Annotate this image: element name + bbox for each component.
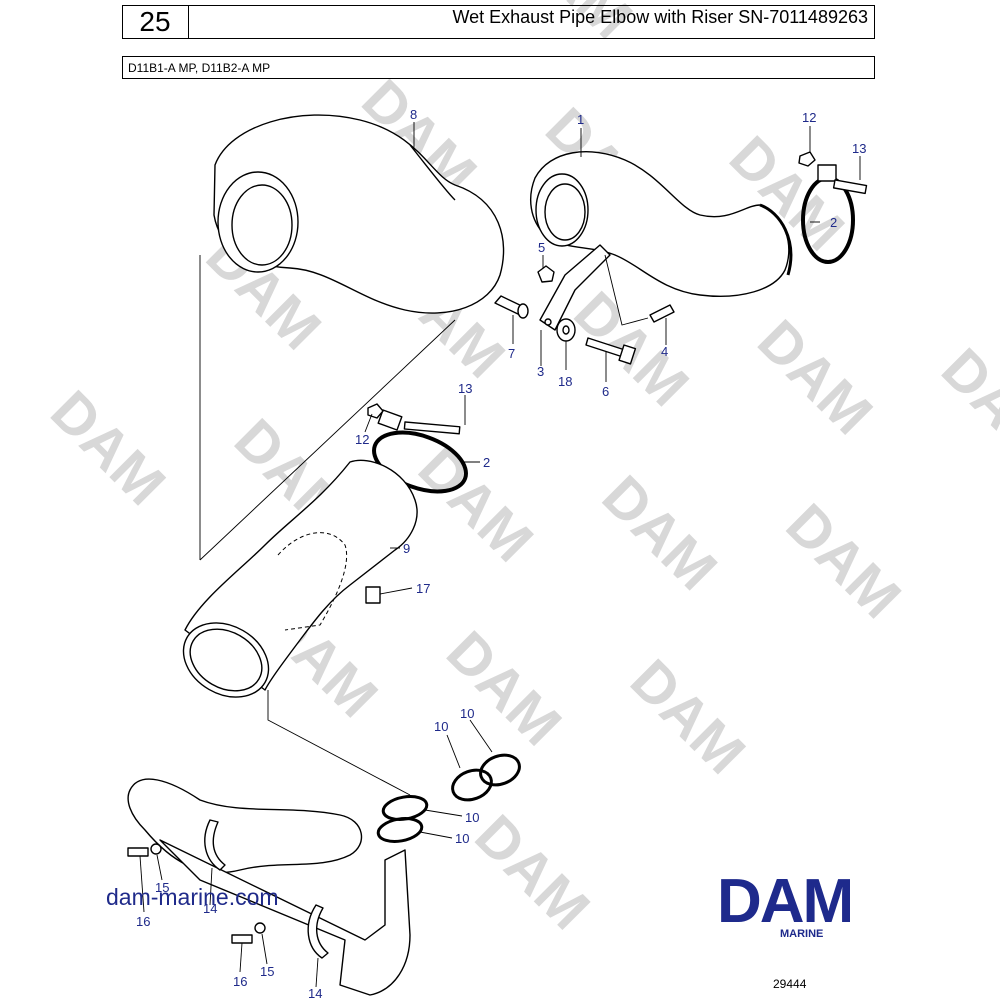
callout-9: 9: [403, 541, 410, 556]
bolt-part-4: [649, 304, 675, 323]
callout-7: 7: [508, 346, 515, 361]
callout-12: 12: [802, 110, 816, 125]
callout-16: 16: [233, 974, 247, 989]
elbow-opening-inner: [231, 184, 293, 266]
callout-10: 10: [455, 831, 469, 846]
cooling-hose-lower: [159, 839, 411, 996]
callout-4: 4: [661, 344, 668, 359]
callout-12: 12: [355, 432, 369, 447]
watermark-text: DAM: [406, 435, 545, 574]
elbow-part-8: [213, 114, 505, 314]
hose-bracket-part-14-a: [204, 819, 226, 871]
callout-13: 13: [852, 141, 866, 156]
callout-15: 15: [155, 880, 169, 895]
callout-17: 17: [416, 581, 430, 596]
watermark-text: DAM: [618, 647, 757, 786]
watermark-text: DAM: [745, 308, 884, 447]
nut-part-5: [537, 265, 555, 283]
callout-1: 1: [577, 112, 584, 127]
callout-13: 13: [458, 381, 472, 396]
watermark-text: DAM: [38, 378, 177, 517]
callout-15: 15: [260, 964, 274, 979]
callout-10: 10: [465, 810, 479, 825]
callout-16: 16: [136, 914, 150, 929]
nut-part-12-top: [798, 151, 816, 167]
page-number: 25: [122, 5, 189, 39]
riser-opening-inner: [544, 183, 586, 241]
pipe-outlet-inner: [189, 628, 263, 692]
callout-3: 3: [537, 364, 544, 379]
callout-10: 10: [460, 706, 474, 721]
callout-14: 14: [308, 986, 322, 1000]
clamp-lug: [817, 164, 837, 182]
watermark-text: DAM: [463, 803, 602, 942]
watermark-text: DAM: [434, 619, 573, 758]
callout-2: 2: [483, 455, 490, 470]
watermark-text: DAM: [590, 463, 729, 602]
hose-clamp-part-10-d: [376, 817, 424, 843]
washer-part-15-b: [254, 922, 266, 934]
website-link[interactable]: dam-marine.com: [106, 884, 279, 910]
callout-5: 5: [538, 240, 545, 255]
dam-logo: DAM: [717, 867, 854, 936]
clamp-part-2-middle: [372, 430, 468, 494]
bracket-hole: [544, 318, 552, 326]
callout-2: 2: [830, 215, 837, 230]
figure-number: 29444: [773, 977, 807, 991]
header-box: Wet Exhaust Pipe Elbow with Riser SN-701…: [122, 5, 875, 39]
cooling-hose: [127, 778, 363, 874]
model-list: D11B1-A MP, D11B2-A MP: [122, 56, 875, 79]
riser-flange: [759, 203, 793, 276]
callout-8: 8: [410, 107, 417, 122]
watermark-text: DAM: [929, 336, 1000, 475]
washer-part-15-a: [150, 843, 162, 855]
callout-6: 6: [602, 384, 609, 399]
page-title: Wet Exhaust Pipe Elbow with Riser SN-701…: [452, 7, 868, 27]
watermark-text: DAM: [774, 492, 913, 631]
riser-elbow-part-1: [530, 151, 790, 297]
bolt-part-16-b: [231, 934, 253, 944]
callout-10: 10: [434, 719, 448, 734]
clamp-lug: [377, 409, 403, 431]
callout-18: 18: [558, 374, 572, 389]
bolt-part-13-top: [832, 179, 868, 195]
dam-logo-subtitle: MARINE: [780, 928, 824, 940]
bolt-part-16-a: [127, 847, 149, 857]
plug-part-17: [365, 586, 381, 604]
bracket-part-3: [539, 244, 611, 331]
hose-bracket-part-14-b: [307, 904, 329, 959]
bolt-part-13-middle: [403, 421, 461, 435]
callout-14: 14: [203, 901, 217, 916]
hose-clamp-part-10-b: [479, 753, 521, 787]
hose-clamp-part-10-a: [451, 768, 493, 802]
